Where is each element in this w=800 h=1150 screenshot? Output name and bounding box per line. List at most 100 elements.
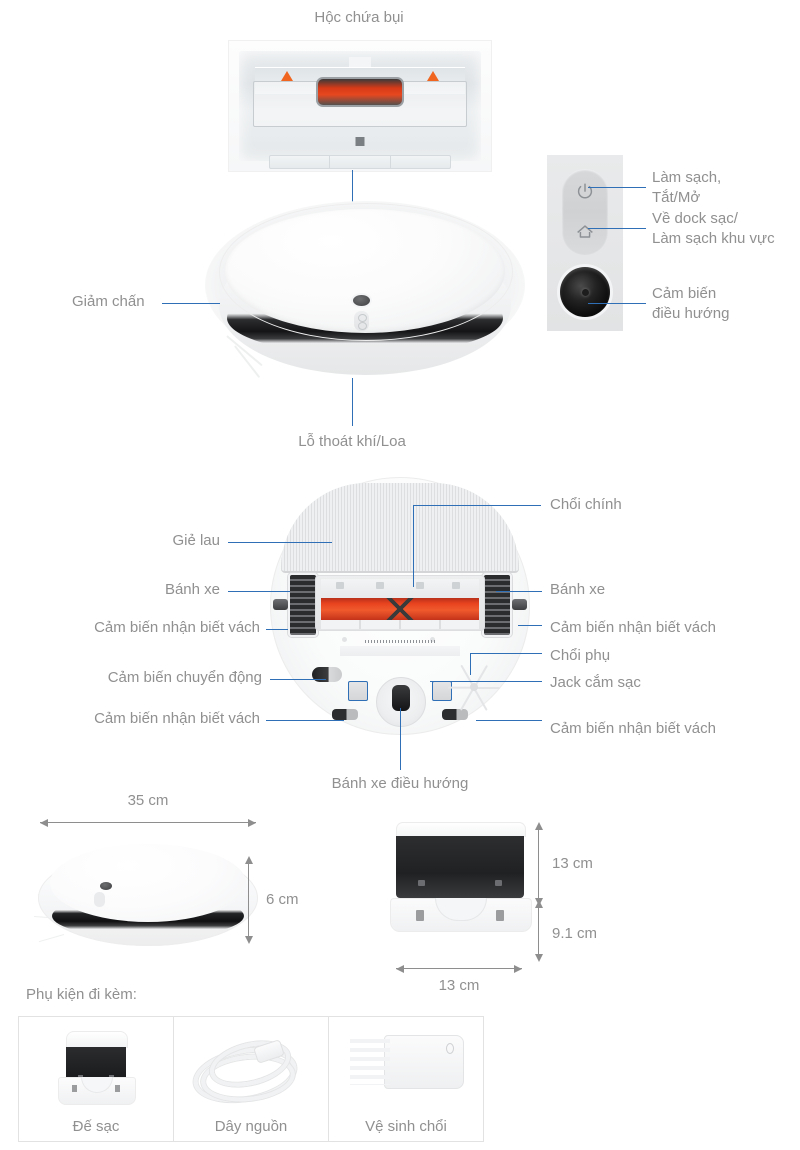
accessories-title: Phụ kiện đi kèm: (26, 986, 137, 1003)
charging-jack-leader-line (430, 681, 542, 682)
cliff-right-upper-leader-line (518, 625, 542, 626)
warning-triangle-icon (427, 71, 439, 81)
accessory-art (174, 1025, 328, 1111)
dock-contact-pin (418, 880, 425, 886)
arrow-up-icon (535, 822, 543, 830)
robot-top-view-image (205, 195, 525, 385)
robot-lid-edge (219, 203, 513, 341)
control-label-home-line2: Làm sạch khu vực (652, 230, 775, 247)
product-barcode (365, 640, 435, 643)
charging-dock-icon (58, 1031, 136, 1107)
accessory-label-dock: Đế sạc (72, 1118, 120, 1135)
accessory-item-cable: Dây nguồn (174, 1017, 329, 1141)
dock-dark-panel (66, 1047, 126, 1079)
arrow-up-icon (245, 856, 253, 864)
warning-text-cell (330, 156, 391, 168)
charging-jack-label: Jack cắm sạc (550, 674, 641, 691)
arrow-left-icon (40, 819, 48, 827)
robot-top-button (100, 882, 112, 890)
brush-bay-tab (336, 582, 344, 589)
wheel-left (288, 573, 318, 637)
mop-cloth (281, 483, 519, 573)
control-label-sensor-line1: Cảm biến (652, 285, 717, 302)
power-cable-icon (189, 1033, 313, 1110)
cliff-left-upper-leader-line (266, 629, 288, 630)
side-brush-bristle (38, 934, 65, 943)
accessory-item-dock: Đế sạc (19, 1017, 174, 1141)
wheel-left-label: Bánh xe (164, 581, 220, 598)
robot-side-view-image (34, 838, 258, 953)
dock-lower-height-value: 9.1 cm (552, 925, 598, 942)
warning-text-cell (391, 156, 450, 168)
accessory-item-cleaning-tool: Vệ sinh chổi (329, 1017, 483, 1141)
robot-bottom-view-image (270, 477, 530, 739)
side-brush-bristle (473, 687, 488, 711)
robot-width-value: 35 cm (127, 792, 169, 809)
control-label-home-line1: Về dock sạc/ (652, 210, 738, 227)
screw (342, 637, 347, 642)
cliff-right-lower-label: Cảm biến nhận biết vách (550, 720, 716, 737)
robot-width-dimension-line (40, 822, 256, 823)
qr-code-icon (355, 137, 365, 146)
side-brush-label: Chổi phụ (550, 647, 611, 664)
warning-text-cell (270, 156, 331, 168)
charging-jack-right (432, 681, 452, 701)
robot-top-indicator (94, 892, 105, 907)
side-brush-leader-line (470, 653, 542, 654)
cliff-left-lower-leader-line (266, 720, 344, 721)
indicator-dot (358, 322, 367, 330)
arrow-right-icon (248, 819, 256, 827)
side-brush (448, 664, 500, 711)
dock-charging-contact (416, 910, 424, 921)
navigation-sensor-icon (560, 267, 610, 317)
main-brush-label: Chổi chính (550, 496, 622, 513)
accessory-label-cable: Dây nguồn (214, 1118, 288, 1135)
cliff-sensor-left-upper (273, 599, 288, 610)
arrow-down-icon (535, 954, 543, 962)
panel-leader-line-home (588, 228, 646, 229)
robot-top-button (353, 295, 370, 306)
main-brush-bay (315, 575, 485, 631)
mop-label: Giẻ lau (172, 532, 220, 549)
cliff-sensor-left-lower (332, 709, 358, 720)
dock-charging-contact (72, 1085, 77, 1092)
motion-sensor-leader-line (270, 679, 326, 680)
control-label-power-line1: Làm sạch, (652, 169, 722, 186)
robot-lid (50, 844, 246, 922)
brush-bay-top (321, 579, 479, 596)
robot-top-indicator (354, 311, 369, 331)
accessory-label-cleaning-tool: Vệ sinh chổi (365, 1118, 447, 1135)
dustbin-red-vent (316, 77, 404, 107)
control-label-sensor-line2: điều hướng (652, 305, 730, 322)
main-brush-guard (321, 620, 479, 629)
accessories-box: Đế sạc Dây nguồn Vệ sinh chổi (18, 1016, 484, 1142)
dock-contact-pin (495, 880, 502, 886)
cliff-right-upper-label: Cảm biến nhận biết vách (550, 619, 716, 636)
product-label (340, 646, 460, 656)
arrow-right-icon (514, 965, 522, 973)
main-brush-leader-horizontal (413, 505, 541, 506)
home-icon (577, 225, 593, 238)
arrow-left-icon (396, 965, 404, 973)
accessory-art (329, 1025, 483, 1111)
dustbin-body (239, 51, 481, 169)
arrow-down-icon (245, 936, 253, 944)
dock-upper-height-line (538, 828, 539, 900)
main-brush-leader-vertical (413, 505, 414, 587)
dock-charging-contact (496, 910, 504, 921)
bumper-leader-line (162, 303, 220, 304)
side-brush-hub (470, 683, 478, 691)
dock-lower-height-line (538, 906, 539, 956)
dock-width-dimension-line (396, 968, 522, 969)
brush-bay-tab (376, 582, 384, 589)
indicator-dot (358, 314, 367, 322)
charging-dock-image (390, 822, 532, 942)
bumper-label: Giảm chấn (72, 293, 145, 310)
brush-cleaning-tool-icon (350, 1035, 464, 1111)
dock-width-value: 13 cm (438, 977, 480, 994)
brush-bay-tab (416, 582, 424, 589)
side-brush-leader-vertical (470, 653, 471, 675)
side-brush-bristle (474, 687, 500, 689)
control-panel-image (547, 155, 623, 331)
accessory-art (19, 1025, 173, 1111)
